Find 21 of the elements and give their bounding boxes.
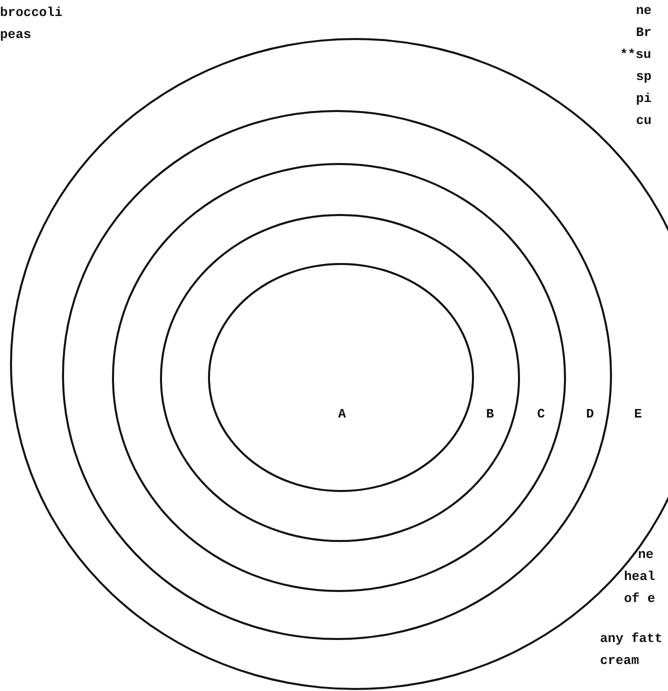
food-note: heal (624, 570, 656, 583)
ring-outline (112, 163, 566, 592)
food-note: any fatt (600, 632, 662, 645)
food-note: **su (620, 48, 652, 61)
ring-letter: E (634, 408, 642, 420)
food-note: cu (636, 114, 652, 127)
food-note: of e (624, 592, 656, 605)
food-note: Br (636, 26, 652, 39)
food-note: peas (0, 28, 32, 41)
ring-letter: D (586, 408, 594, 420)
ring-letter: A (338, 408, 346, 420)
food-note: ne (638, 548, 654, 561)
food-note: pi (636, 92, 652, 105)
ring-outline (160, 214, 520, 542)
ring-letter: C (537, 408, 545, 420)
ring-outline (208, 263, 474, 492)
food-note: broccoli (0, 6, 62, 19)
ring-letter: B (486, 408, 494, 420)
food-note: sp (636, 70, 652, 83)
food-note: cream (600, 654, 640, 667)
food-note: ne (636, 4, 652, 17)
